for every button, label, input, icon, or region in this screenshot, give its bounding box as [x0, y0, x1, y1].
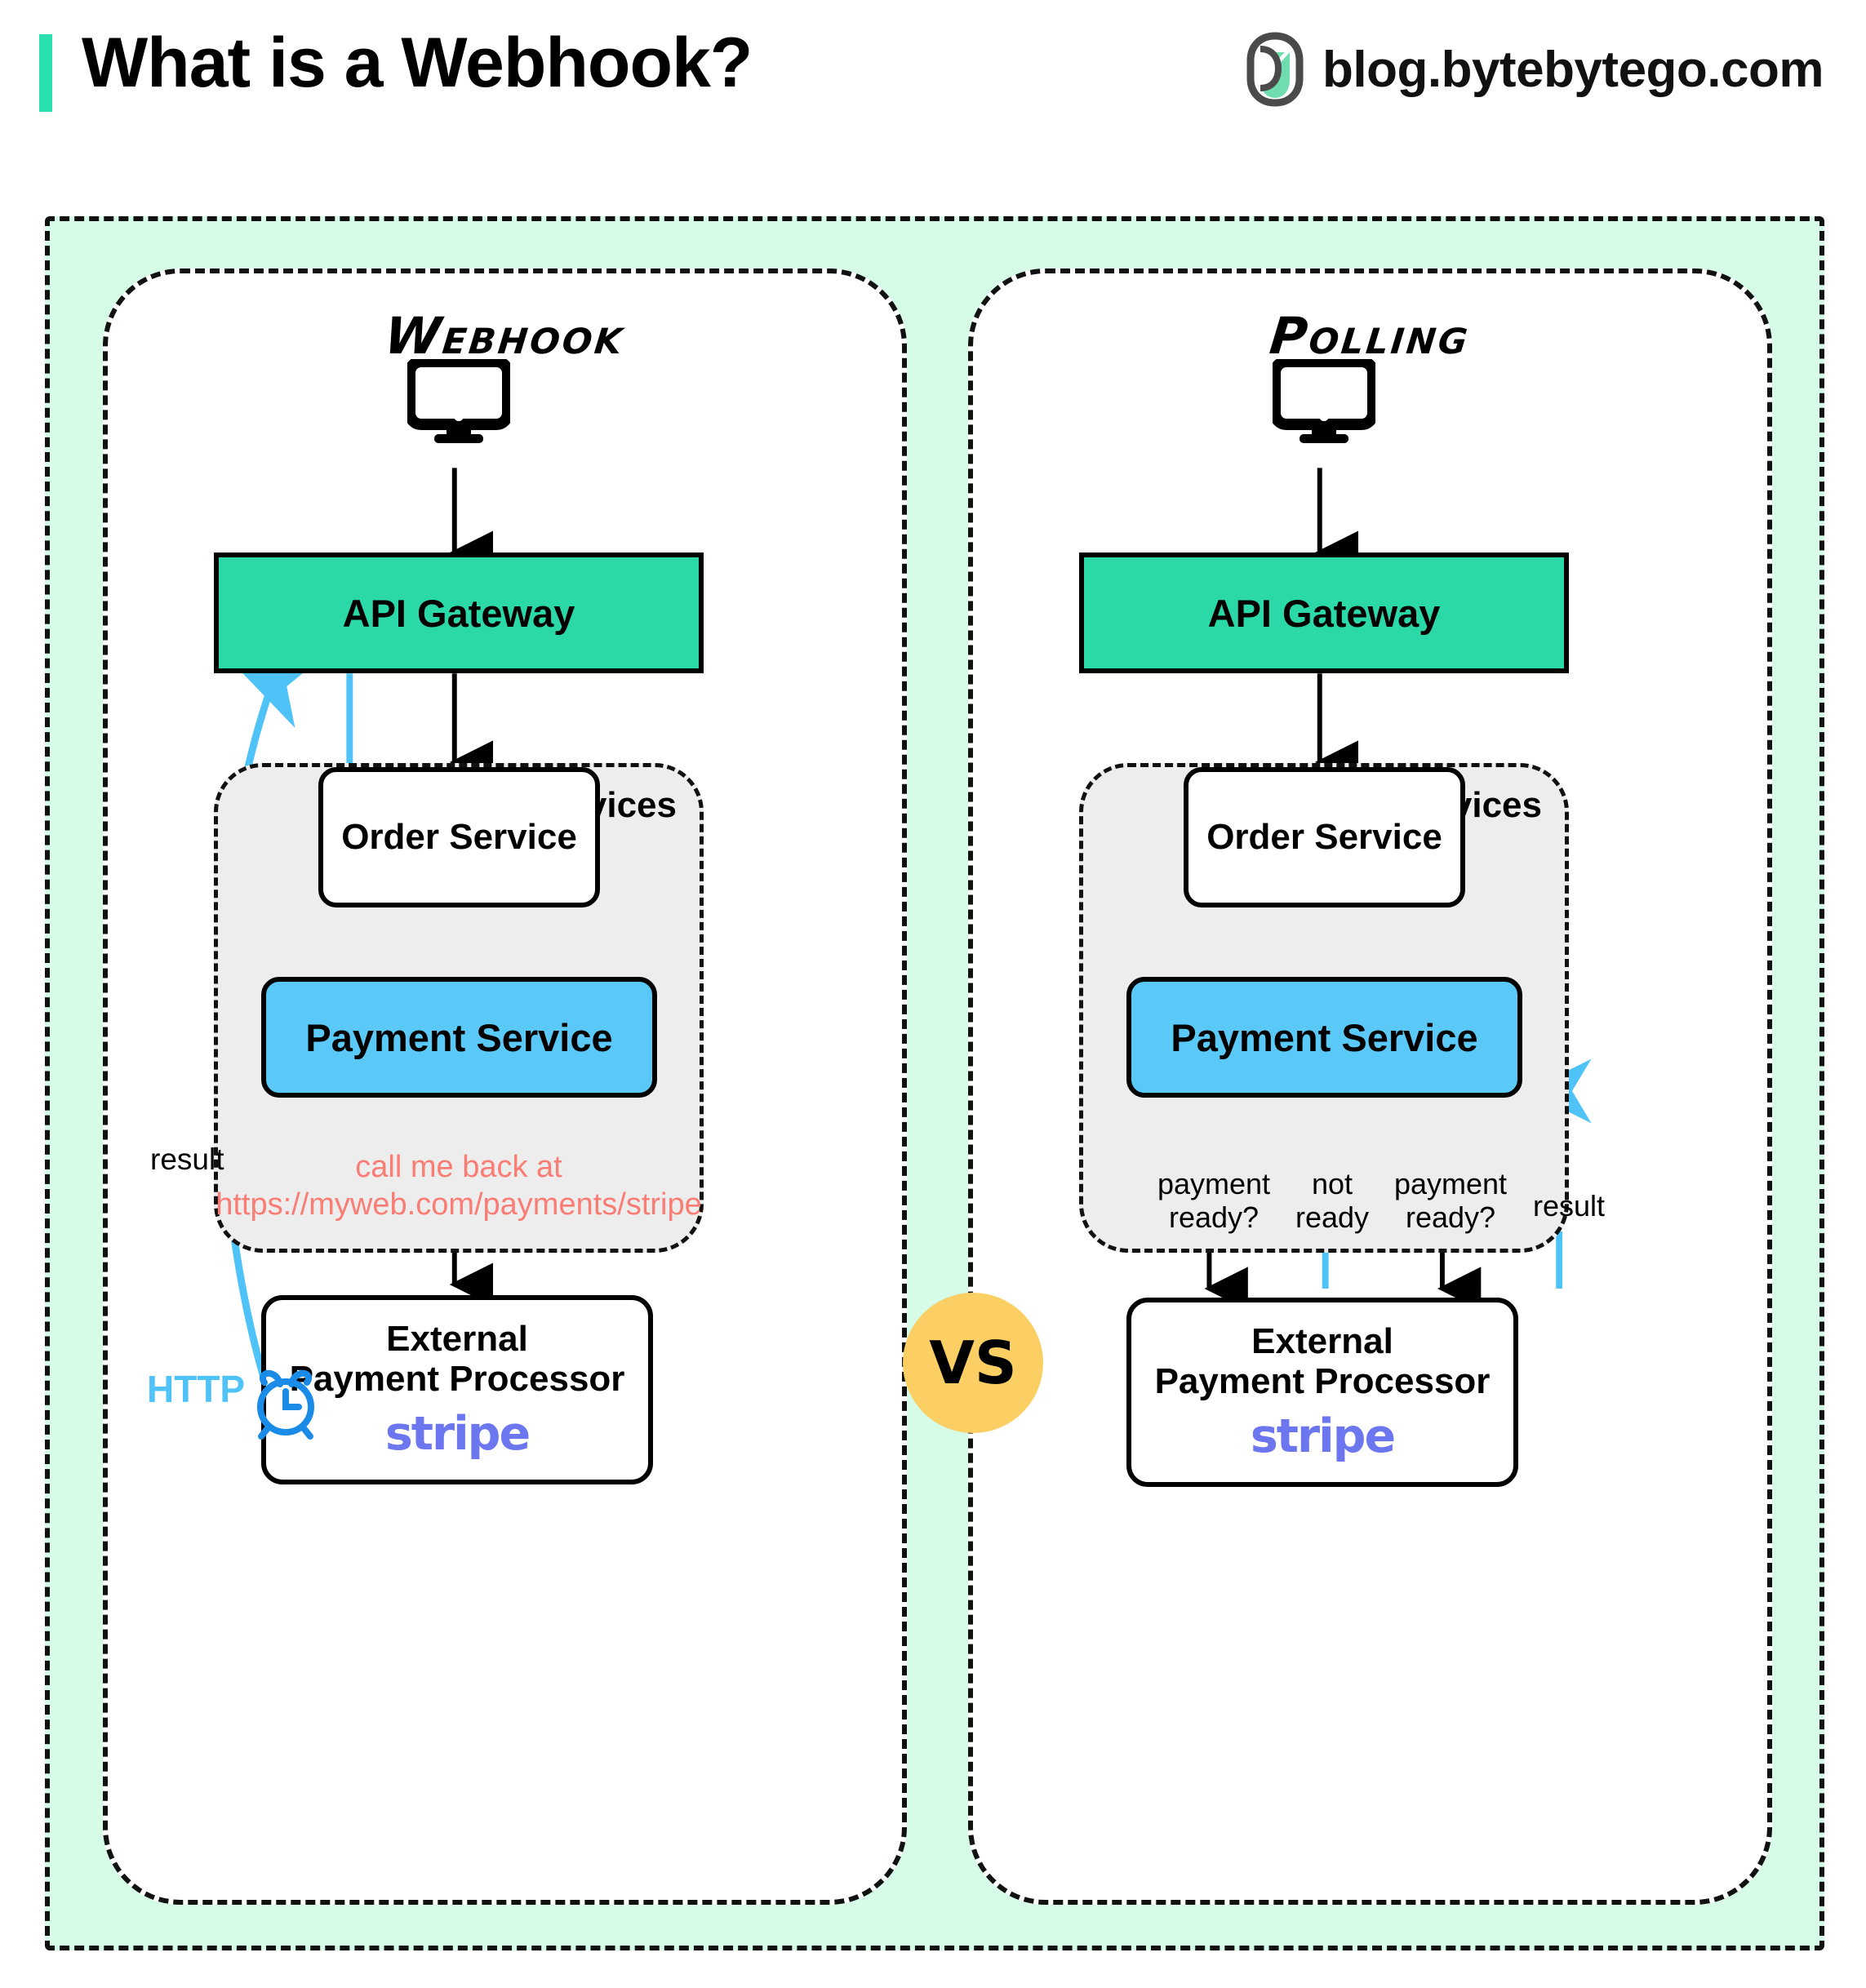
webhook-http-label: HTTP — [147, 1368, 246, 1410]
webhook-payment-service[interactable]: Payment Service — [261, 977, 657, 1098]
title-accent-bar — [39, 34, 52, 112]
webhook-result-label: result — [150, 1143, 224, 1176]
vs-badge: VS — [903, 1293, 1043, 1433]
webhook-panel-title: Webhook — [381, 306, 629, 366]
polling-label-0: payment ready? — [1157, 1167, 1271, 1235]
webhook-api-gateway[interactable]: API Gateway — [214, 552, 704, 673]
brand-text: blog.bytebytego.com — [1322, 41, 1824, 98]
diagram-container: Webhook — [45, 216, 1824, 1950]
webhook-ext-proc-label: External Payment Processor — [289, 1318, 625, 1400]
polling-label-1: not ready — [1295, 1167, 1370, 1235]
page-header: What is a Webhook? blog.bytebytego.com — [0, 0, 1866, 139]
polling-label-3: result — [1532, 1189, 1606, 1223]
polling-panel: Polling — [968, 268, 1772, 1905]
bytebytego-logo-icon — [1246, 32, 1304, 107]
polling-ext-proc-label: External Payment Processor — [1154, 1320, 1491, 1402]
webhook-external-payment-processor[interactable]: External Payment Processor stripe — [261, 1295, 653, 1484]
page-title: What is a Webhook? — [82, 24, 753, 102]
polling-order-service[interactable]: Order Service — [1184, 767, 1465, 907]
brand-link[interactable]: blog.bytebytego.com — [1246, 31, 1824, 108]
webhook-panel: Webhook — [103, 268, 907, 1905]
alarm-clock-icon — [257, 1369, 314, 1440]
polling-label-2: payment ready? — [1393, 1167, 1508, 1235]
desktop-monitor-icon — [407, 359, 510, 443]
polling-api-gateway[interactable]: API Gateway — [1079, 552, 1569, 673]
stripe-logo-text: stripe — [1250, 1409, 1396, 1464]
webhook-order-service[interactable]: Order Service — [318, 767, 600, 907]
polling-payment-service[interactable]: Payment Service — [1126, 977, 1522, 1098]
stripe-logo-text: stripe — [384, 1407, 531, 1462]
desktop-monitor-icon — [1273, 359, 1375, 443]
polling-external-payment-processor[interactable]: External Payment Processor stripe — [1126, 1298, 1518, 1487]
polling-panel-title: Polling — [1267, 306, 1473, 366]
